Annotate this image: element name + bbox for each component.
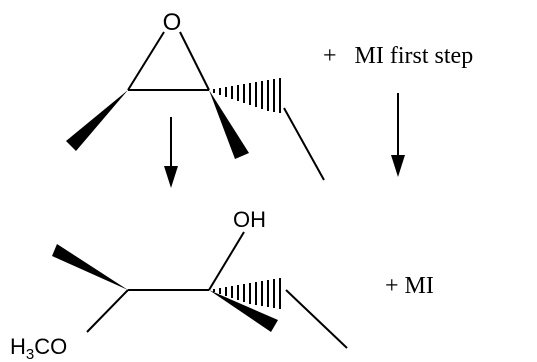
epoxide-wedge-left-methyl: [66, 90, 128, 151]
epoxide-ethyl-bond: [283, 107, 325, 181]
product-bond-c-oh: [208, 231, 245, 291]
arrowhead-down-icon: [164, 166, 178, 188]
alcohol-product: OH H3CO: [10, 207, 348, 362]
product-wedge-left-methyl: [52, 244, 128, 290]
product-wedge-right-methyl: [209, 290, 278, 332]
reaction-arrow-right: [391, 93, 405, 177]
reagent-label: + MI first step: [323, 43, 473, 69]
epoxide-bond-o-left: [127, 31, 165, 91]
hydroxyl-label: OH: [233, 207, 266, 232]
product-hashed-bond: [213, 278, 281, 309]
epoxide-reactant: O: [66, 9, 325, 181]
epoxide-bond-o-right: [179, 31, 210, 91]
reaction-arrow-left: [164, 117, 178, 188]
epoxide-hashed-bond: [213, 78, 281, 113]
methoxy-label: H3CO: [10, 334, 67, 362]
epoxide-oxygen-label: O: [163, 9, 182, 36]
product-ethyl-bond: [285, 289, 348, 349]
arrowhead-down-icon: [391, 155, 405, 177]
product-bond-c-ome: [86, 289, 129, 333]
byproduct-label: + MI: [385, 273, 434, 299]
epoxide-wedge-right-methyl: [209, 90, 249, 159]
